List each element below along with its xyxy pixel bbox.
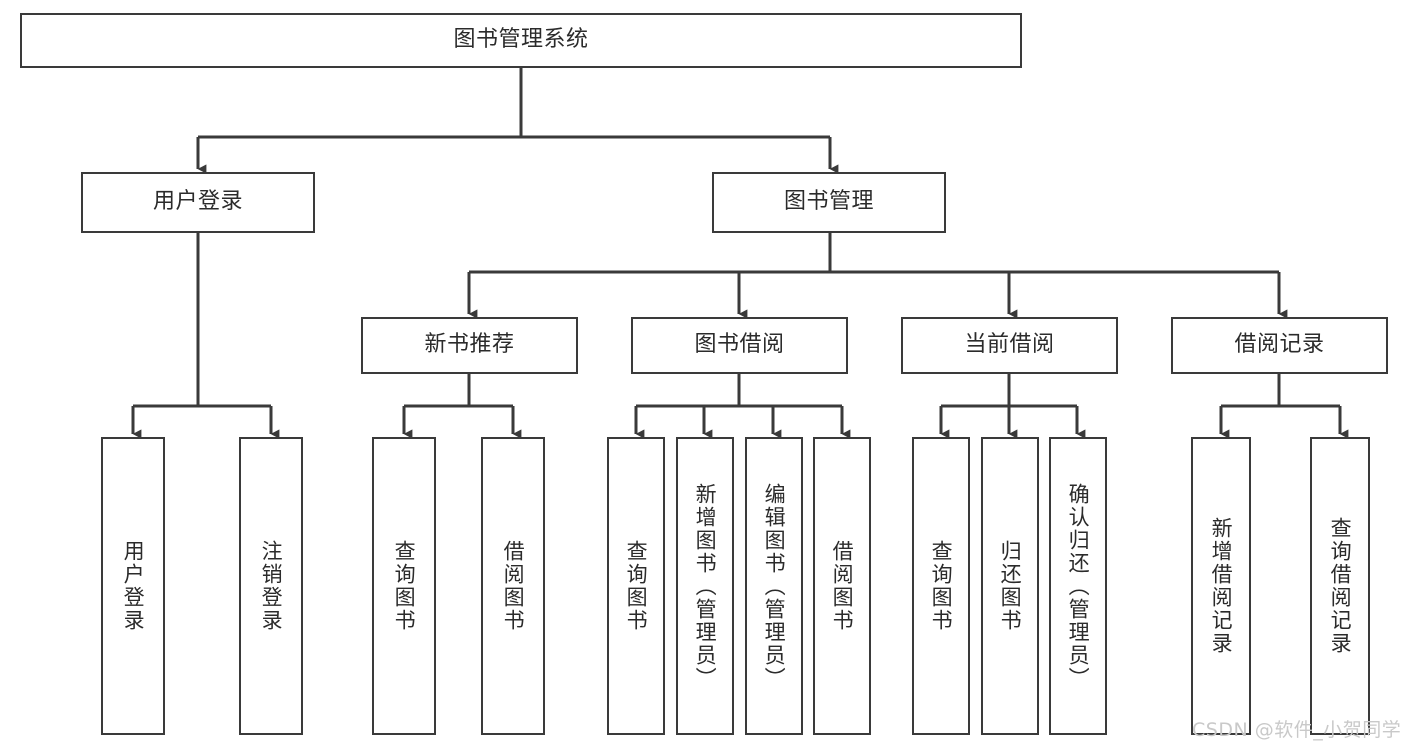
leaf-query-book-1[interactable]: 查询图书 bbox=[372, 437, 436, 735]
leaf-query-book-1-label: 查询图书 bbox=[392, 540, 417, 632]
node-book-borrow-label: 图书借阅 bbox=[694, 332, 785, 358]
leaf-logout-login-label: 注销登录 bbox=[259, 540, 284, 632]
leaf-add-book-label: 新增图书（管理员） bbox=[693, 482, 718, 690]
leaf-user-login[interactable]: 用户登录 bbox=[101, 437, 165, 735]
leaf-borrow-book-1[interactable]: 借阅图书 bbox=[481, 437, 545, 735]
node-new-book-recommend-label: 新书推荐 bbox=[424, 332, 515, 358]
node-borrow-record[interactable]: 借阅记录 bbox=[1171, 317, 1388, 374]
node-book-borrow[interactable]: 图书借阅 bbox=[631, 317, 848, 374]
leaf-user-login-label: 用户登录 bbox=[121, 540, 146, 632]
leaf-add-record-label: 新增借阅记录 bbox=[1209, 517, 1234, 655]
leaf-query-record-label: 查询借阅记录 bbox=[1328, 517, 1353, 655]
leaf-add-record[interactable]: 新增借阅记录 bbox=[1191, 437, 1251, 735]
leaf-edit-book[interactable]: 编辑图书（管理员） bbox=[745, 437, 803, 735]
leaf-query-book-3[interactable]: 查询图书 bbox=[912, 437, 970, 735]
leaf-edit-book-label: 编辑图书（管理员） bbox=[762, 482, 787, 690]
leaf-logout-login[interactable]: 注销登录 bbox=[239, 437, 303, 735]
node-user-login-label: 用户登录 bbox=[152, 189, 243, 215]
leaf-query-record[interactable]: 查询借阅记录 bbox=[1310, 437, 1370, 735]
node-new-book-recommend[interactable]: 新书推荐 bbox=[361, 317, 578, 374]
leaf-query-book-2[interactable]: 查询图书 bbox=[607, 437, 665, 735]
leaf-confirm-return[interactable]: 确认归还（管理员） bbox=[1049, 437, 1107, 735]
leaf-confirm-return-label: 确认归还（管理员） bbox=[1066, 482, 1091, 690]
leaf-borrow-book-1-label: 借阅图书 bbox=[501, 540, 526, 632]
node-book-management-label: 图书管理 bbox=[783, 189, 874, 215]
node-root-system[interactable]: 图书管理系统 bbox=[20, 13, 1022, 68]
leaf-borrow-book-2-label: 借阅图书 bbox=[830, 540, 855, 632]
leaf-add-book[interactable]: 新增图书（管理员） bbox=[676, 437, 734, 735]
node-current-borrow-label: 当前借阅 bbox=[964, 332, 1055, 358]
node-user-login[interactable]: 用户登录 bbox=[81, 172, 315, 233]
leaf-borrow-book-2[interactable]: 借阅图书 bbox=[813, 437, 871, 735]
leaf-query-book-2-label: 查询图书 bbox=[624, 540, 649, 632]
leaf-return-book[interactable]: 归还图书 bbox=[981, 437, 1039, 735]
node-borrow-record-label: 借阅记录 bbox=[1234, 332, 1325, 358]
node-root-system-label: 图书管理系统 bbox=[453, 27, 589, 53]
node-book-management[interactable]: 图书管理 bbox=[712, 172, 946, 233]
leaf-query-book-3-label: 查询图书 bbox=[929, 540, 954, 632]
leaf-return-book-label: 归还图书 bbox=[998, 540, 1023, 632]
node-current-borrow[interactable]: 当前借阅 bbox=[901, 317, 1118, 374]
csdn-watermark: CSDN @软件_小贺同学 bbox=[1192, 719, 1402, 741]
